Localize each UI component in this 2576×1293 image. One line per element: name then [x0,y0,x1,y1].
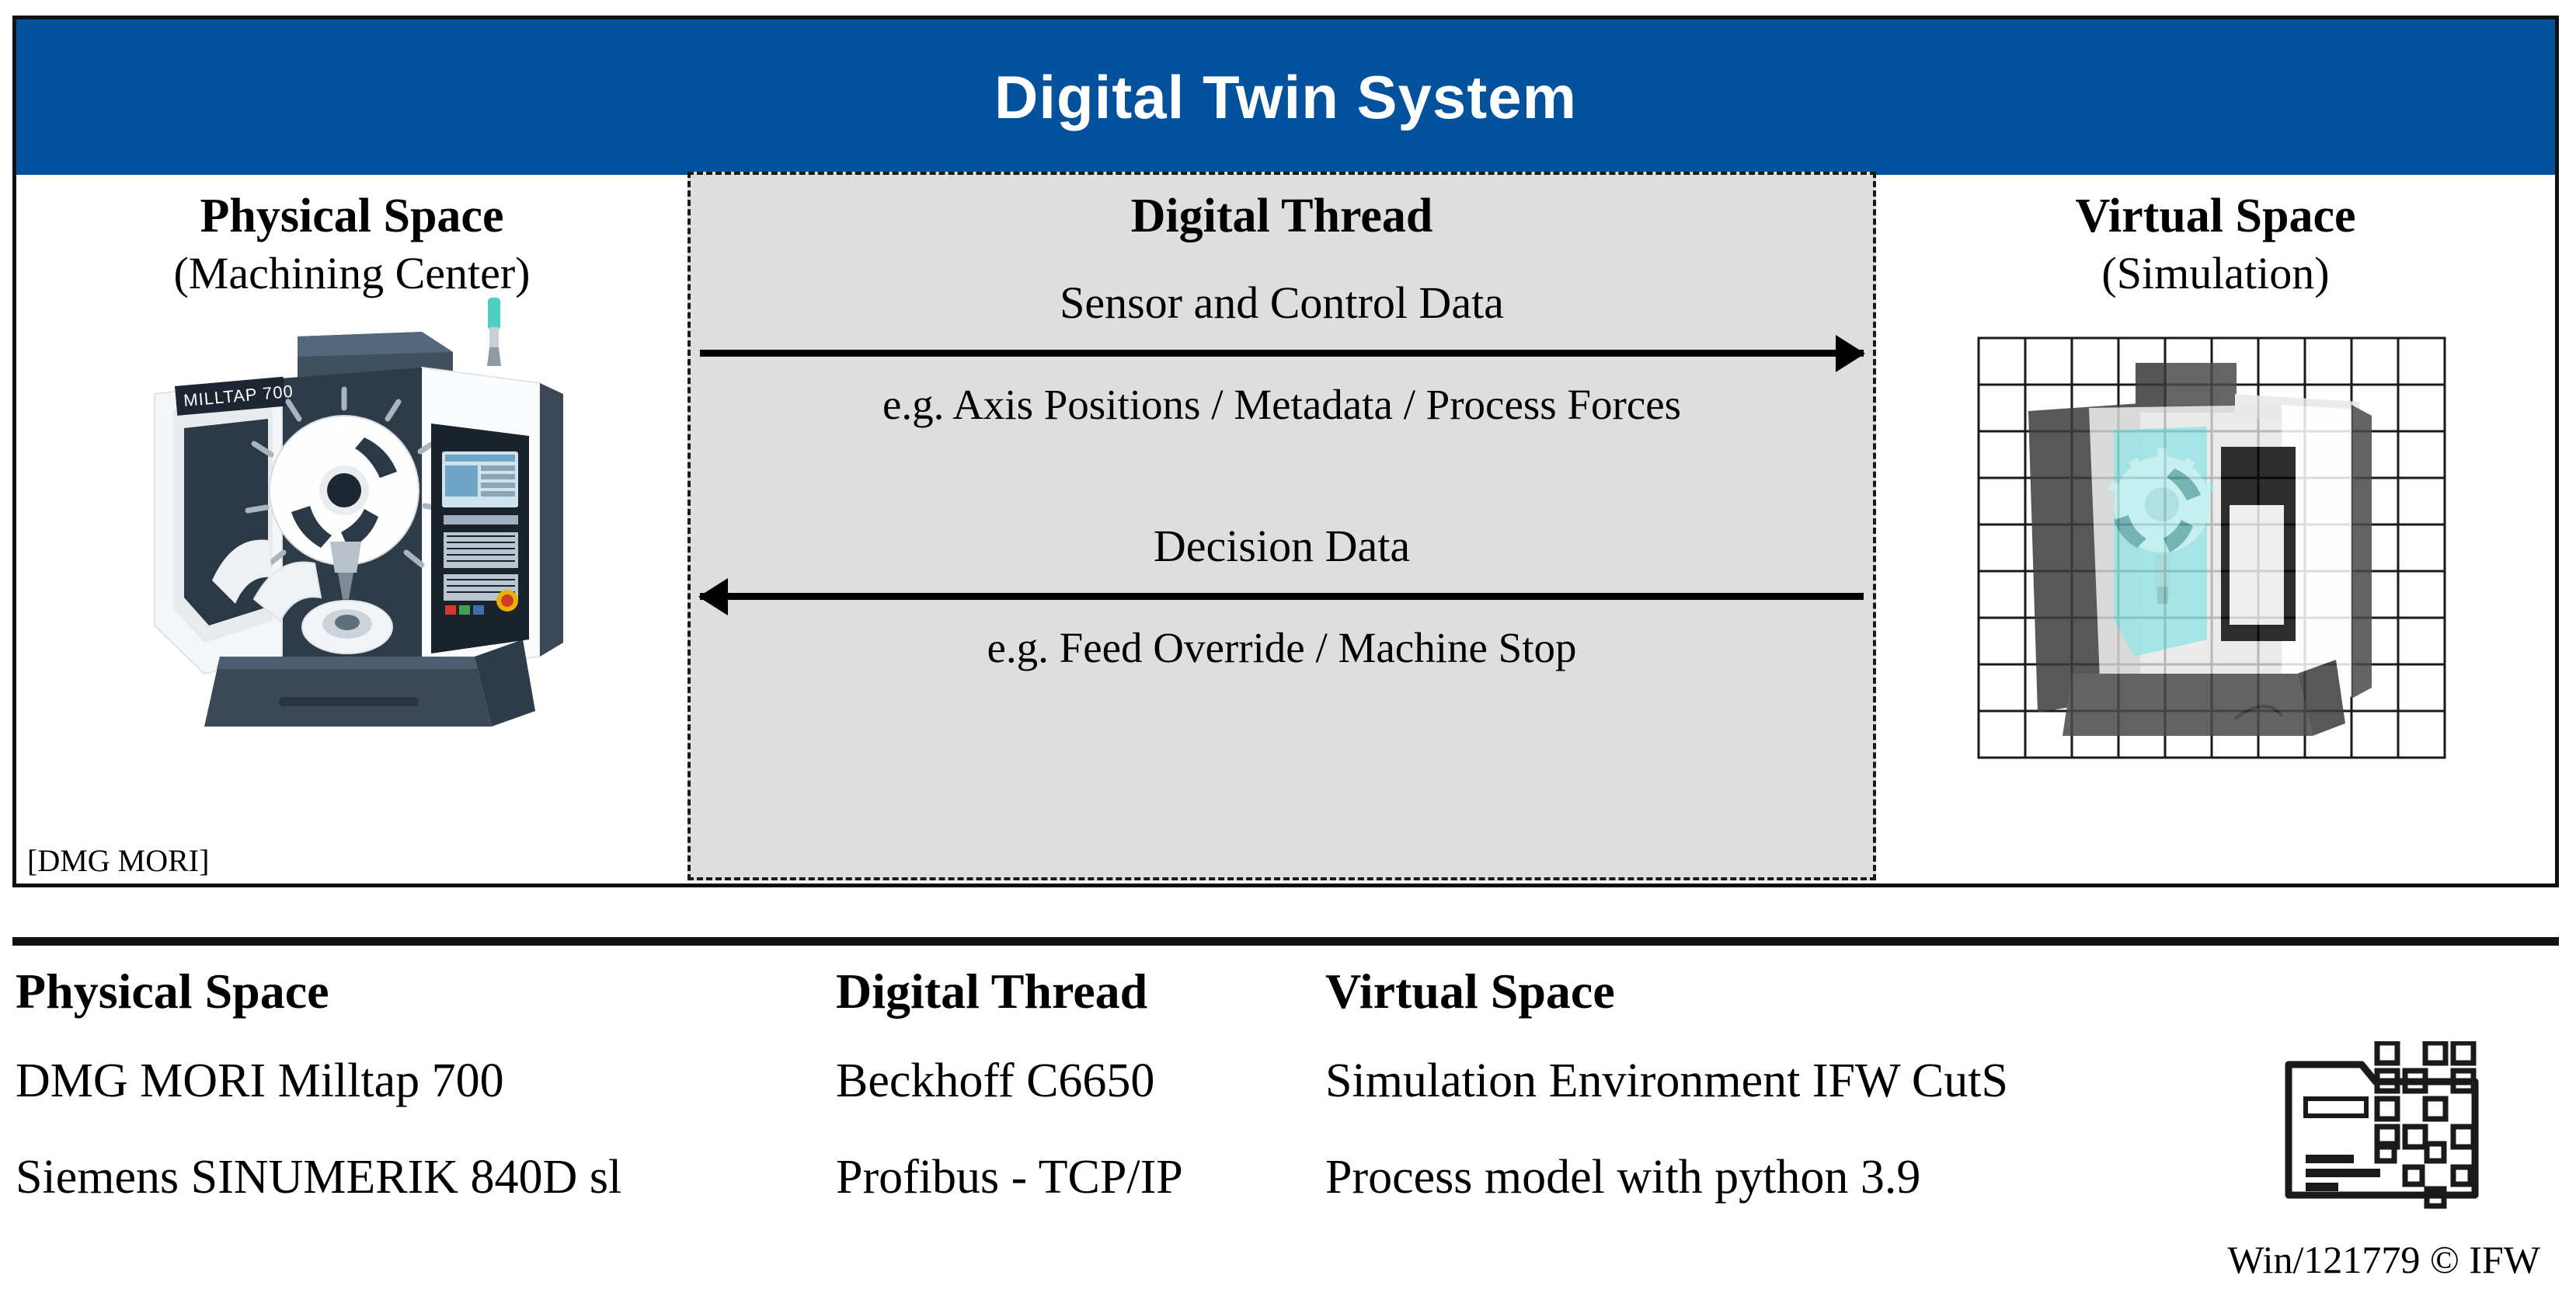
panel-virtual-space: Virtual Space (Simulation) [1876,175,2555,883]
simulation-view [1971,330,2452,781]
virtual-space-title: Virtual Space [2075,190,2356,242]
physical-space-title: Physical Space [200,190,504,242]
legend-heading-thread: Digital Thread [836,964,1148,1019]
machining-center-photo: MILLTAP 700 [88,291,616,758]
arrow-to-physical [698,578,1864,615]
flow-decision: Decision Data e.g. Feed Override / Machi… [691,524,1873,669]
legend-cell-virtual-1: Simulation Environment IFW CutS [1325,1054,2008,1107]
legend-cell-thread-2: Profibus - TCP/IP [836,1151,1183,1204]
footer-credit: Win/121779 © IFW [2227,1238,2540,1281]
legend-cell-physical-1: DMG MORI Milltap 700 [16,1054,504,1107]
flow-decision-label: Decision Data [1153,521,1411,571]
arrow-head-right-icon [1836,335,1865,372]
legend-row: DMG MORI Milltap 700 Beckhoff C6650 Simu… [12,1057,2559,1105]
physical-space-subtitle: (Machining Center) [173,248,531,298]
legend-header-row: Physical Space Digital Thread Virtual Sp… [12,967,2559,1016]
panel-digital-thread: Digital Thread Sensor and Control Data e… [688,172,1876,880]
legend-heading-virtual: Virtual Space [1325,964,1615,1019]
section-divider [12,937,2559,946]
panel-physical-space: Physical Space (Machining Center) [16,175,688,883]
legend-table: Physical Space Digital Thread Virtual Sp… [12,964,2559,1282]
arrow-line [700,350,1864,357]
legend-row: Siemens SINUMERIK 840D sl Profibus - TCP… [12,1153,2559,1201]
digital-thread-title: Digital Thread [1130,190,1433,242]
header-bar: Digital Twin System [16,19,2555,175]
flow-decision-examples: e.g. Feed Override / Machine Stop [987,624,1577,671]
arrow-to-virtual [700,335,1865,372]
legend-heading-physical: Physical Space [16,964,329,1019]
arrow-line [700,593,1864,600]
flow-sensor-control: Sensor and Control Data e.g. Axis Positi… [691,281,1873,426]
image-credit-dmg: [DMG MORI] [27,843,210,878]
arrow-head-left-icon [698,578,728,615]
flow-sensor-control-examples: e.g. Axis Positions / Metadata / Process… [882,381,1682,428]
panel-row: Physical Space (Machining Center) [16,172,2555,883]
diagram-frame: Digital Twin System Physical Space (Mach… [12,16,2559,887]
virtual-space-subtitle: (Simulation) [2101,248,2330,298]
legend-cell-thread-1: Beckhoff C6650 [836,1054,1155,1107]
ifw-data-logo-icon [2281,1041,2537,1220]
legend-cell-virtual-2: Process model with python 3.9 [1325,1151,1921,1204]
page-title: Digital Twin System [994,62,1578,131]
flow-sensor-control-label: Sensor and Control Data [1060,277,1504,328]
legend-cell-physical-2: Siemens SINUMERIK 840D sl [16,1151,622,1204]
